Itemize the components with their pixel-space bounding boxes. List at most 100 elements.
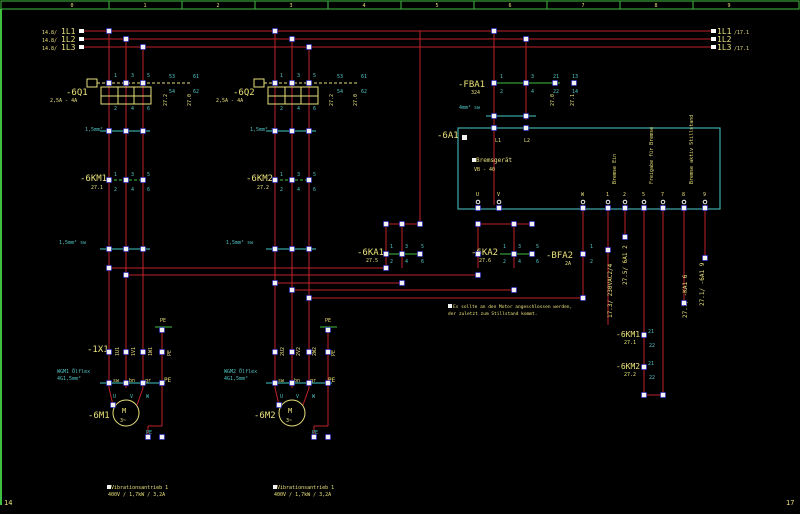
- terminal-point: [417, 221, 423, 227]
- contactor-ref: 27.2: [257, 185, 269, 191]
- motor-6m2[interactable]: M 3~ -6M2 U V W PE Vibrationsantrieb 1 4…: [254, 394, 334, 498]
- xref-label: 27.0: [187, 94, 193, 106]
- cable-section: 4G1,5mm²: [57, 376, 81, 382]
- terminal-icon: [641, 199, 647, 205]
- terminal-point: [289, 380, 295, 386]
- terminal-point: [475, 205, 481, 211]
- bus-name-1l2-right: 1L2: [717, 35, 732, 44]
- brake-unit-6a1[interactable]: -6A1 L1 L2 Bremsgerät VB - 40 Bremse Ein…: [437, 115, 721, 210]
- core-label: sw: [113, 378, 120, 384]
- bus-ref-left: 14.8/: [42, 46, 57, 52]
- terminal-strip-2[interactable]: 2U2 2V2 2W2 PE PE: [280, 318, 337, 356]
- terminal-label: 2W2: [312, 347, 318, 356]
- terminal-point: [491, 125, 497, 131]
- marker-icon: [472, 158, 476, 162]
- terminal-point: [123, 380, 129, 386]
- terminal-label: PE: [167, 350, 173, 356]
- motor-6m1[interactable]: M 3~ -6M1 U V W PE Vibrationsantrieb 1 4…: [88, 394, 168, 498]
- terminal-point: [123, 80, 129, 86]
- fuse-bfa2[interactable]: -BFA2 2A 1 2: [546, 244, 593, 267]
- terminal-point: [289, 287, 295, 293]
- marker-icon: [107, 485, 111, 489]
- pin-label: 53: [169, 74, 175, 80]
- terminal-label: 1U1: [115, 347, 121, 356]
- pin-label: 5: [313, 73, 316, 79]
- handle-icon: [253, 78, 265, 88]
- page-number-left: 14: [4, 499, 12, 507]
- terminal-point: [580, 251, 586, 257]
- brake-unit-title: Bremsgerät: [476, 157, 513, 164]
- terminal-point: [140, 44, 146, 50]
- terminal-strip-1x1[interactable]: -1X1 1U1 1V1 1W1 PE PE: [87, 318, 173, 356]
- bus-labels-left: 14.8/ 1L1 14.8/ 1L2 14.8/ 1L3: [42, 27, 84, 52]
- core-label: sw: [278, 378, 285, 384]
- pin-label: 22: [553, 89, 559, 95]
- relay-6ka2[interactable]: -6KA2 27.6 1 3 5 2 4 6: [471, 244, 539, 265]
- terminal-icon: [496, 199, 502, 205]
- terminal-point: [140, 80, 146, 86]
- terminal-point: [106, 28, 112, 34]
- pin-label: 1: [280, 172, 283, 178]
- motor-icon: [112, 399, 140, 427]
- breaker-6q2[interactable]: -6Q2 2,5A - 4A 1 3 5 2 4 6 53 54 27.2 61…: [216, 73, 367, 112]
- pin-label: U: [280, 394, 283, 400]
- column-number: 3: [290, 3, 293, 9]
- terminal-point: [306, 349, 312, 355]
- column-number: 4: [363, 3, 366, 9]
- aux-contact-tag: -6KM1: [616, 330, 640, 339]
- pin-label: 6: [313, 187, 316, 193]
- pe-label: PE: [325, 318, 331, 324]
- terminal-point: [491, 113, 497, 119]
- relay-ref: 27.5: [366, 258, 378, 264]
- terminal-icon: [660, 199, 666, 205]
- xref-label: 27.2: [163, 94, 169, 106]
- pin-label: 6: [421, 259, 424, 265]
- aux-contact-ref: 27.1: [624, 340, 636, 346]
- pin-label: 3: [531, 74, 534, 80]
- pin-label: 6: [313, 106, 316, 112]
- terminal-point: [123, 177, 129, 183]
- terminal-point: [140, 177, 146, 183]
- terminal-point: [145, 434, 151, 440]
- bus-name-1l1-right: 1L1: [717, 27, 732, 36]
- pin-label: 2: [503, 259, 506, 265]
- fuse-fba1[interactable]: -FBA1 324 1 2 3 4 21 22 27.0 13 14 27.1: [458, 74, 578, 106]
- pin-label: 5: [147, 73, 150, 79]
- aux-contact-6km2[interactable]: -6KM2 27.2 21 22: [616, 361, 655, 381]
- marker-icon: [273, 485, 277, 489]
- relay-6ka1[interactable]: -6KA1 27.5 1 3 5 2 4 6: [357, 244, 424, 265]
- contactor-6km2[interactable]: -6KM2 27.2 1 3 5 2 4 6: [246, 172, 316, 193]
- terminal-point: [106, 380, 112, 386]
- terminal-point: [140, 128, 146, 134]
- xref-label: 27.1/ -KA1 6: [682, 274, 689, 318]
- terminal-point: [605, 247, 611, 253]
- contactor-6km1[interactable]: -6KM1 27.1 1 3 5 2 4 6: [80, 172, 150, 193]
- terminal-point: [571, 80, 577, 86]
- pin-label: 4: [531, 89, 534, 95]
- terminal-point: [523, 125, 529, 131]
- bus-ref-left: 14.8/: [42, 38, 57, 44]
- breaker-6q1[interactable]: -6Q1 2,5A - 4A 1 3 5 2 4 6 53 54 27.2 61…: [50, 73, 199, 112]
- terminal-point: [580, 205, 586, 211]
- wire: [108, 387, 114, 406]
- motor-description: Vibrationsantrieb 1: [277, 485, 334, 491]
- terminal-point: [306, 380, 312, 386]
- bus-name-1l2: 1L2: [61, 35, 76, 44]
- aux-contact-6km1[interactable]: -6KM1 27.1 21 22: [616, 329, 655, 349]
- terminal-icon: [702, 199, 708, 205]
- motor-tag: -6M1: [88, 411, 110, 421]
- bus-name-1l1: 1L1: [61, 27, 76, 36]
- terminal-point: [523, 113, 529, 119]
- brake-function-label: Bremse aktiv Stillstand: [689, 115, 695, 184]
- terminal-point: [123, 36, 129, 42]
- core-label: PE: [328, 377, 336, 384]
- terminal-point: [159, 327, 165, 333]
- page-number-right: 17: [786, 499, 794, 507]
- bus-ref-right: /17.1: [734, 30, 749, 36]
- pin-label: V: [130, 394, 133, 400]
- pin-label: W: [146, 394, 150, 400]
- terminal-point: [511, 221, 517, 227]
- terminal-point: [622, 205, 628, 211]
- fuse-tag: -FBA1: [458, 80, 485, 90]
